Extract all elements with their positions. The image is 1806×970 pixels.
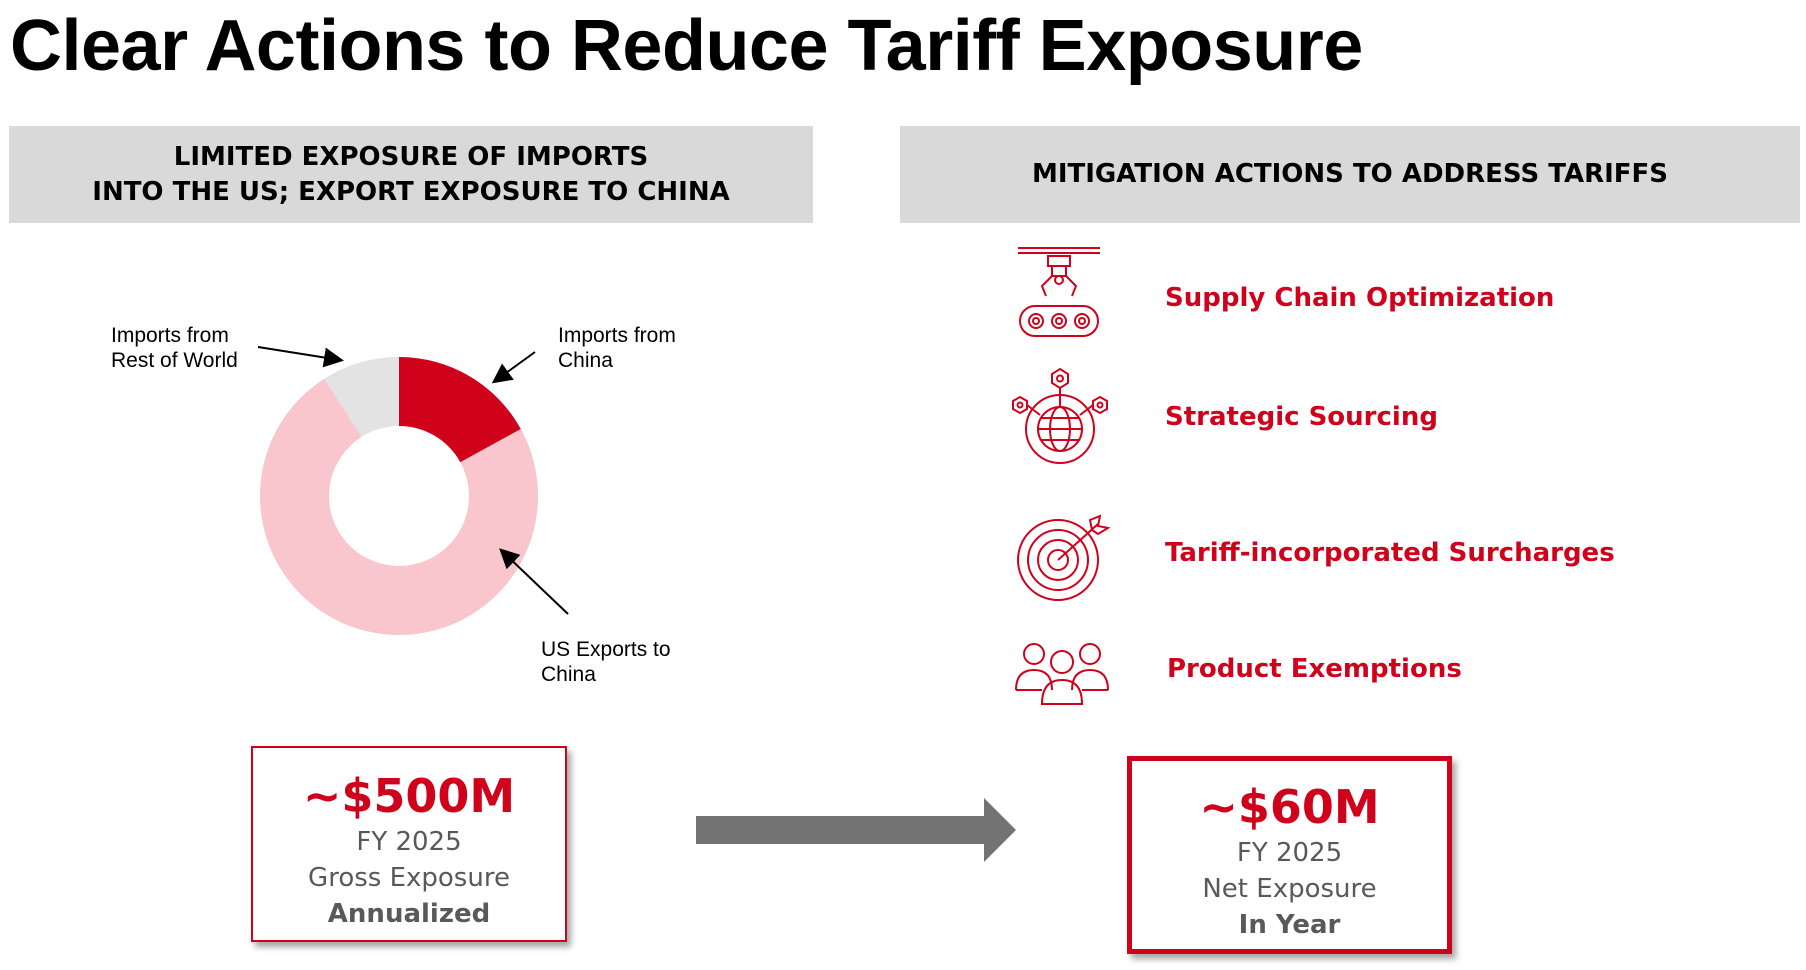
reduction-arrow [696,798,1016,862]
action-product-exemptions: Product Exemptions [1167,654,1462,684]
slice-us-exports-to-china [260,378,538,635]
net-exposure-label: Net Exposure [1202,874,1377,904]
slice-label-us-exports: US Exports to China [541,637,671,687]
exposure-donut-chart [257,346,569,635]
people-group-icon [1015,643,1109,705]
right-header-text: MITIGATION ACTIONS TO ADDRESS TARIFFS [1031,159,1669,189]
rest-of-world-label-line-1: Imports from [111,324,229,347]
net-exposure-box: ~$60M FY 2025 Net Exposure In Year [1127,756,1452,954]
slice-imports-from-china [399,357,521,463]
gross-exposure-basis: Annualized [327,899,491,929]
action-supply-chain-optimization: Supply Chain Optimization [1165,283,1555,313]
china-imports-leader-arrow [491,351,536,384]
gross-exposure-box: ~$500M FY 2025 Gross Exposure Annualized [251,746,567,942]
page-title: Clear Actions to Reduce Tariff Exposure [10,6,1363,86]
right-panel-header: MITIGATION ACTIONS TO ADDRESS TARIFFS [900,126,1800,223]
target-arrow-icon [1017,514,1111,601]
rest-of-world-leader-arrow [257,346,344,368]
slice-imports-rest-of-world [324,357,399,437]
china-imports-label-line-2: China [558,349,613,372]
gross-exposure-year: FY 2025 [356,827,462,857]
net-exposure-value: ~$60M [1199,780,1380,834]
net-exposure-basis: In Year [1238,910,1341,940]
gross-exposure-label: Gross Exposure [308,863,510,893]
action-strategic-sourcing: Strategic Sourcing [1165,402,1438,432]
robotic-arm-conveyor-icon [1018,247,1100,337]
left-header-line-2: INTO THE US; EXPORT EXPOSURE TO CHINA [92,176,730,207]
net-exposure-year: FY 2025 [1236,838,1343,868]
slice-label-rest-of-world: Imports from Rest of World [111,323,238,373]
us-exports-leader-arrow [499,548,569,615]
us-exports-label-line-2: China [541,663,596,686]
china-imports-label-line-1: Imports from [558,324,676,347]
us-exports-label-line-1: US Exports to [541,638,671,661]
gross-exposure-value: ~$500M [302,769,516,823]
left-header-line-1: LIMITED EXPOSURE OF IMPORTS [173,141,649,172]
action-tariff-incorporated-surcharges: Tariff-incorporated Surcharges [1165,538,1615,568]
left-panel-header: LIMITED EXPOSURE OF IMPORTS INTO THE US;… [9,126,813,223]
slice-label-china-imports: Imports from China [558,323,676,373]
globe-network-icon [1012,367,1108,464]
rest-of-world-label-line-2: Rest of World [111,349,238,372]
